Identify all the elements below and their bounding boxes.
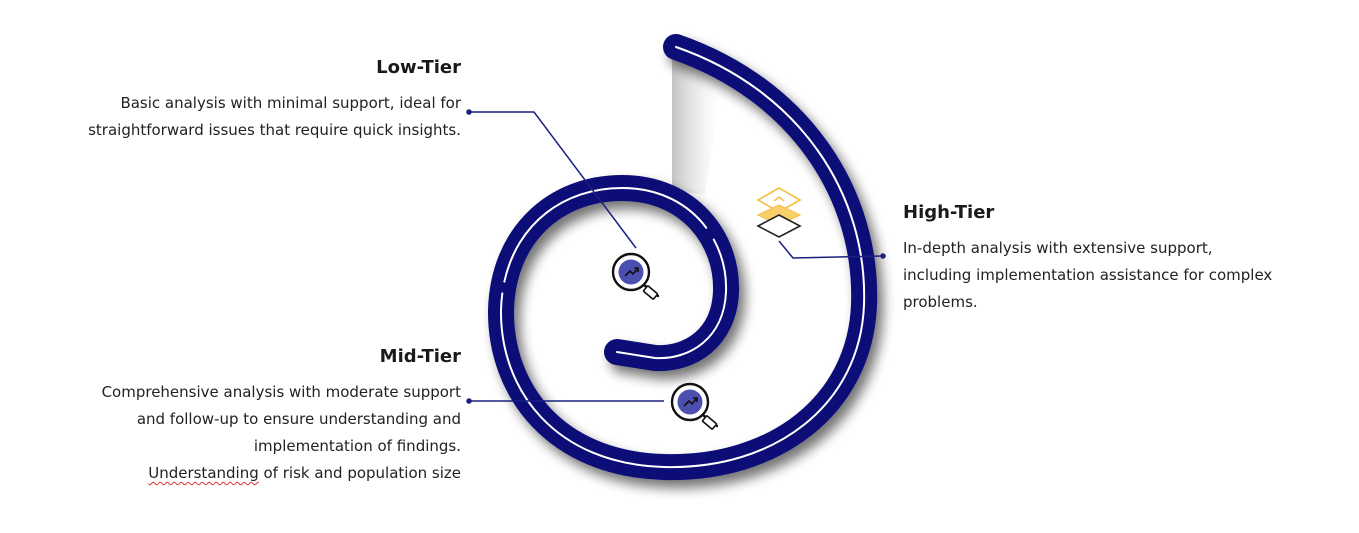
- high-tier-desc-line: In-depth analysis with extensive support…: [903, 239, 1213, 257]
- low-tier-title: Low-Tier: [376, 57, 461, 78]
- low-tier-desc-line: straightforward issues that require quic…: [88, 121, 461, 139]
- mid-tier-desc-line: and follow-up to ensure understanding an…: [136, 410, 461, 428]
- connector-mid: [466, 398, 664, 404]
- low-tier-desc-line: Basic analysis with minimal support, ide…: [120, 94, 461, 112]
- connector-low: [466, 109, 637, 249]
- mid-tier-title: Mid-Tier: [379, 346, 461, 367]
- mid-tier-block: Mid-Tier Comprehensive analysis with mod…: [102, 345, 461, 487]
- high-tier-description: In-depth analysis with extensive support…: [903, 235, 1272, 316]
- magnifier-trend-icon: [611, 252, 660, 300]
- high-tier-desc-line: including implementation assistance for …: [903, 266, 1273, 284]
- mid-tier-desc-line: implementation of findings.: [253, 437, 461, 455]
- spellcheck-underlined-word: Understanding: [148, 464, 259, 482]
- low-tier-block: Low-Tier Basic analysis with minimal sup…: [88, 56, 461, 144]
- high-tier-title: High-Tier: [903, 202, 995, 223]
- high-tier-desc-line: problems.: [903, 293, 978, 311]
- low-tier-description: Basic analysis with minimal support, ide…: [88, 90, 461, 144]
- spiral-inner-shade: [672, 50, 725, 195]
- mid-tier-desc-line: Comprehensive analysis with moderate sup…: [101, 383, 461, 401]
- mid-tier-description: Comprehensive analysis with moderate sup…: [102, 379, 461, 487]
- connector-high: [778, 240, 886, 259]
- layers-icon: [756, 186, 802, 238]
- mid-tier-desc-extra-rest: of risk and population size: [258, 464, 462, 482]
- magnifier-trend-icon: [670, 382, 719, 430]
- high-tier-block: High-Tier In-depth analysis with extensi…: [903, 201, 1272, 316]
- mid-tier-desc-extra: Understanding of risk and population siz…: [102, 460, 461, 487]
- spiral-center-line: [499, 46, 866, 469]
